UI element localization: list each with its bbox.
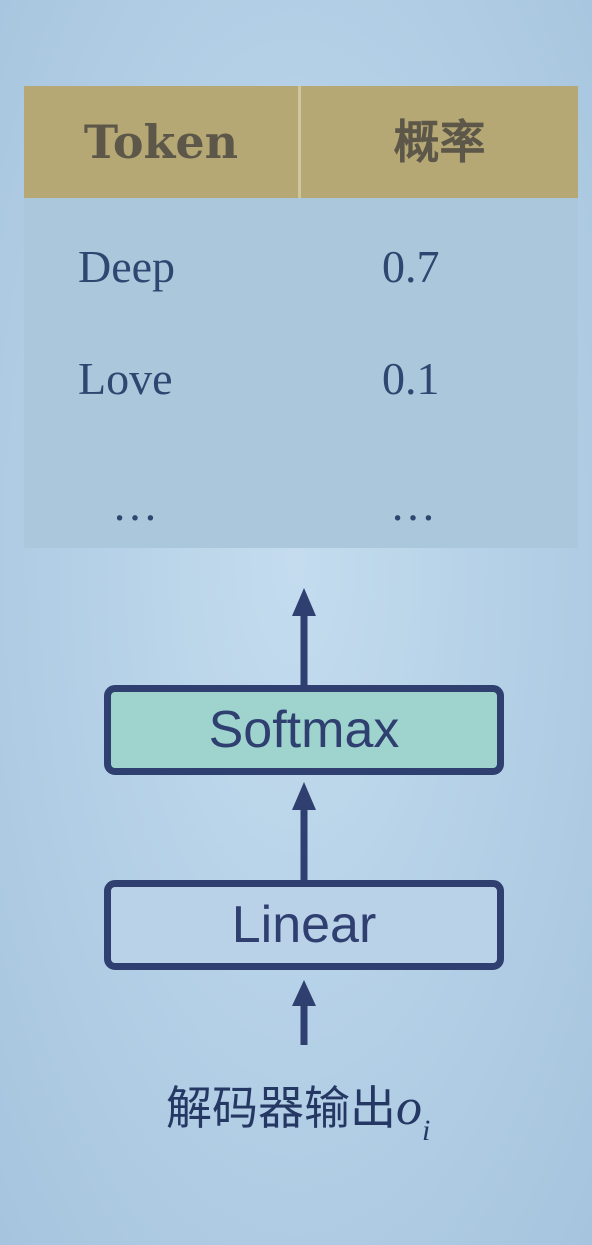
row-1-prob: 0.7	[382, 241, 440, 292]
decoder-output-var: o	[396, 1079, 422, 1136]
table-body	[24, 198, 578, 548]
header-probability: 概率	[393, 115, 486, 169]
row-2-token: Love	[78, 353, 173, 404]
arrow-head-top	[292, 588, 316, 616]
linear-block: Linear	[104, 880, 504, 970]
arrow-head-bottom	[292, 980, 316, 1006]
table-header: Token 概率	[24, 86, 578, 198]
row-2-prob: 0.1	[382, 353, 440, 404]
header-divider	[298, 86, 301, 198]
header-token: Token	[83, 115, 239, 169]
decoder-output-sub: i	[422, 1114, 431, 1147]
row-3-token: …	[112, 479, 158, 530]
softmax-block: Softmax	[104, 685, 504, 775]
arrow-head-mid	[292, 782, 316, 810]
probability-table: Token 概率	[24, 86, 578, 548]
row-1-token: Deep	[78, 241, 176, 292]
decoder-output-label: 解码器输出oi	[166, 1072, 430, 1147]
row-3-prob: …	[390, 479, 436, 530]
decoder-output-text: 解码器输出	[166, 1081, 396, 1135]
